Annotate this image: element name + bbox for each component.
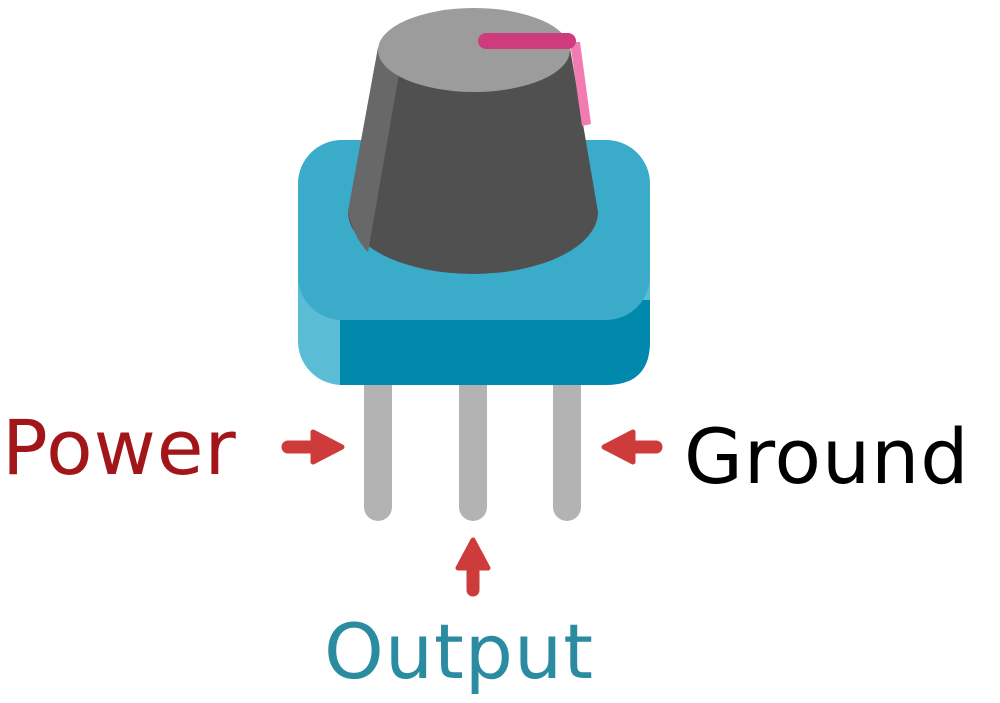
ground-label: Ground [684,412,970,501]
pins [364,365,581,521]
body-front [340,300,650,385]
knob-indicator-side [570,42,591,126]
output-label: Output [324,607,594,696]
output-arrow [455,537,491,597]
pin-output [459,365,487,521]
pin-ground [553,365,581,521]
ground-arrow [601,429,663,465]
power-label: Power [2,403,237,492]
pin-power [364,365,392,521]
arrows [281,429,663,597]
knob-body [348,48,598,274]
knob-highlight [348,48,400,252]
knob-top [378,8,570,92]
knob [348,8,598,274]
power-arrow [281,429,345,465]
